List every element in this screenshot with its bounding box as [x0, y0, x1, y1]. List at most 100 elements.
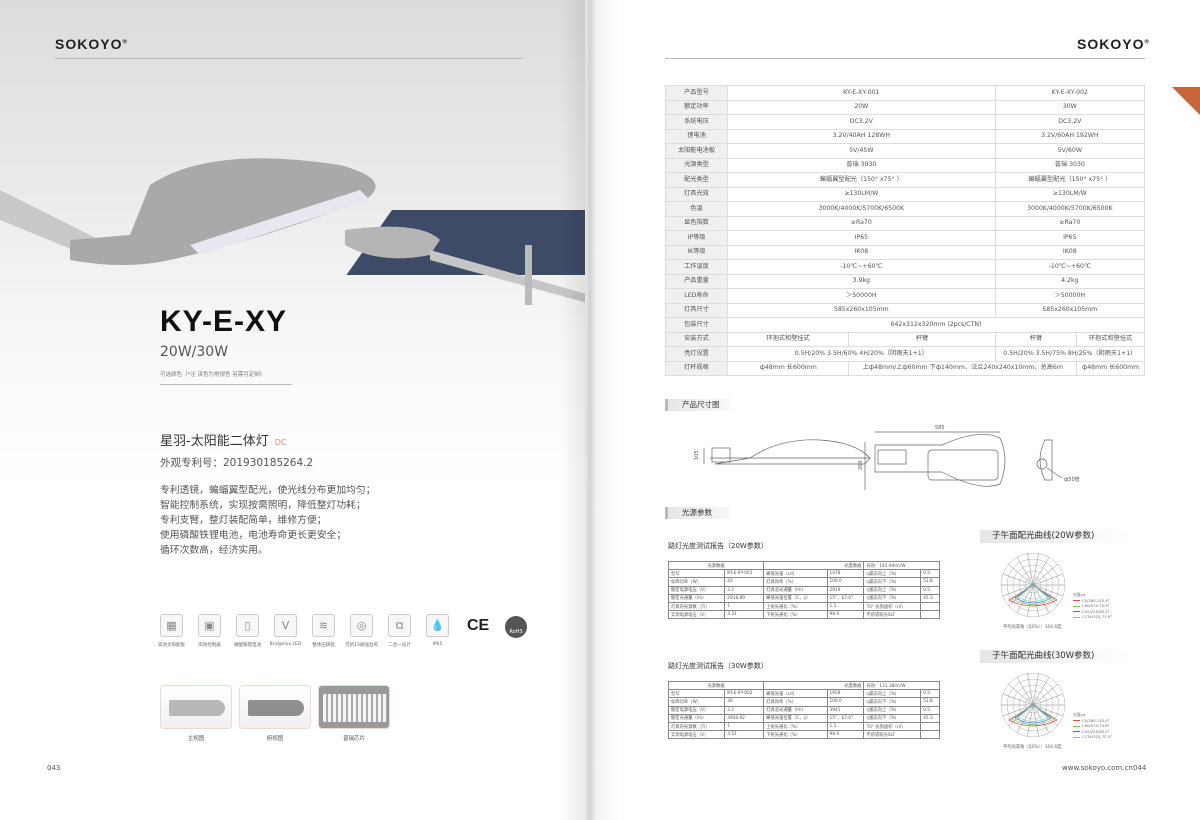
spec-value-002: 0.5H/20% 3.5H/75% 8H/25%（阴雨天1+1） [994, 346, 1146, 362]
spec-label: 产品重量 [665, 273, 728, 289]
report-cell: 峰值光强位置（C，γ） [763, 593, 828, 603]
report-header: 光度数据 [763, 560, 865, 571]
curve-legend: 光强cd C0/180,145.4°C90/270,75.9°C45/225,8… [1073, 592, 1112, 620]
report-cell: 上射光通比（%） [763, 721, 828, 732]
report-cell: 0.5 [920, 585, 940, 595]
spec-row: 配光类型蝙蝠翼型配光（150° x75° ）蝙蝠翼型配光（150° x75° ） [665, 172, 1146, 188]
curve-series [1008, 584, 1058, 607]
spec-label: LED寿命 [665, 288, 728, 304]
dimension-drawing: 105 585 260 ф50管 [694, 425, 1080, 490]
solar-panel-icon: ▦ [160, 614, 183, 637]
battery-icon: ▯ [236, 614, 259, 637]
section-light-source: 光源参数 [665, 507, 730, 519]
report-cell: 灯具总光通量（lm） [763, 705, 828, 715]
spec-value-001: 5V/45W [727, 143, 996, 159]
report-title: 路灯光度测试报告（30W参数） [668, 662, 768, 670]
spec-value: 环抱式和壁挂式 [1076, 331, 1145, 347]
report-cell: 15°，67.0° [826, 593, 865, 603]
section-dimensions: 产品尺寸图 [665, 399, 730, 411]
feature-item: 专利透镜，蝙蝠翼型配光，使光线分布更加均匀； [160, 485, 376, 496]
spec-label: 光源类型 [665, 157, 728, 173]
spec-value-001: -10℃~+60℃ [727, 259, 996, 275]
feature-list: 专利透镜，蝙蝠翼型配光，使光线分布更加均匀； 智能控制系统，实现按需照明，降低整… [160, 483, 376, 558]
legend-entry: C0/180,145.0° [1073, 718, 1112, 724]
spec-value: ф48mm 长600mm [1076, 360, 1145, 376]
spec-label: 工作温度 [665, 259, 728, 275]
spec-label: 显色指数 [665, 215, 728, 231]
spec-label: IP等级 [665, 230, 728, 246]
report-cell: 0.5 [920, 689, 940, 699]
spec-label: 灯具尺寸 [665, 302, 728, 318]
spec-value-002: 3000K/4000K/5700K/6500K [994, 201, 1146, 217]
brand-logo: SOKOYO® [55, 36, 128, 52]
wattage: 20W/30W [160, 344, 229, 360]
spec-label: IK等级 [665, 244, 728, 260]
spec-value-001: 0.5H/20% 3.5H/60% 4H/20%（阴雨天1+1） [727, 346, 996, 362]
icon-label: 高效控制器 [198, 643, 221, 648]
view-thumbnails: 主视图 俯视图 普瑞芯片 [160, 685, 390, 742]
front-view-image [160, 685, 232, 729]
report-cell: 3941 [826, 705, 865, 715]
report-cell: 53.6 [920, 577, 940, 587]
product-tag: DC [274, 438, 287, 447]
led-icon: V [274, 614, 297, 637]
legend-label: C90/270,74.6° [1082, 723, 1110, 728]
feature-icon-item: ▦高效太阳能板 [158, 614, 185, 648]
report-cell [920, 730, 940, 740]
spec-value-002: DC3.2V [994, 114, 1146, 130]
report-cell: 1.1 [826, 721, 865, 732]
report-cell: 70° 光照面积（㎡） [863, 721, 922, 732]
report-cell [920, 721, 940, 732]
report-cell: 98.9 [826, 730, 865, 740]
spec-label: 太阳能电池板 [665, 143, 728, 159]
report-cell: 额定电源电压（V） [667, 705, 726, 715]
spec-value-001: ＞50000H [727, 288, 996, 304]
spec-value: 杆臂 [994, 331, 1078, 347]
report-cell: η最态向上（%） [863, 689, 922, 699]
heat-sink-icon: ≋ [312, 614, 335, 637]
icon-label: 整体压铸铝 [312, 643, 335, 648]
spec-value-002: 5V/60W [994, 143, 1146, 159]
spec-value-002: ≥130LM/W [994, 186, 1146, 202]
product-name-text: 星羽-太阳能二体灯 [160, 434, 269, 449]
spec-label: 色温 [665, 201, 728, 217]
report-cell: 额定光通量（lm） [667, 593, 726, 603]
spec-value-001: 蝙蝠翼型配光（150° x75° ） [727, 172, 996, 188]
spec-label: 安装方式 [665, 331, 728, 347]
spec-value: 642x312x320mm (2pcs/CTN) [727, 317, 1145, 333]
legend-entry: C45/225,80.2° [1073, 609, 1112, 615]
feature-item: 循环次数高，经济实用。 [160, 545, 268, 556]
legend-label: C135/315,72.3° [1082, 734, 1112, 739]
waterproof-icon: 💧 [426, 614, 449, 637]
spec-value-001: 20W [727, 99, 996, 115]
report-cell: 45.3 [920, 713, 940, 723]
report-cell: η最态向下（%） [863, 697, 922, 707]
legend-entry: C0/180,145.4° [1073, 598, 1112, 604]
report-cell: KY-E-XY-002 [724, 689, 765, 699]
report-cell: 灯具效率（%） [763, 577, 828, 587]
report-cell: 100.0 [826, 577, 865, 587]
curve-series [1014, 584, 1052, 604]
spec-row: 灯具光效≥130LM/W≥130LM/W [665, 186, 1146, 202]
spec-value-002: -10℃~+60℃ [994, 259, 1146, 275]
left-page: SOKOYO® KY-E-XY 20W/30W 可选颜色（*注 该色为常规色 另… [0, 0, 600, 820]
report-cell: 灯具内光源数（只） [667, 601, 726, 612]
report-title: 路灯光度测试报告（20W参数） [668, 542, 768, 550]
spec-row: 显色指数≥Ra70≥Ra70 [665, 215, 1146, 231]
report-cell: 3.2 [724, 585, 765, 595]
curve-title: 子午面配光曲线(30W参数) [980, 650, 1130, 663]
ce-mark: CE [467, 617, 490, 634]
chip-image [318, 685, 390, 729]
spec-value-002: 蝙蝠翼型配光（150° x75° ） [994, 172, 1146, 188]
dim-height: 105 [694, 450, 700, 460]
report-cell: 30 [724, 697, 765, 707]
